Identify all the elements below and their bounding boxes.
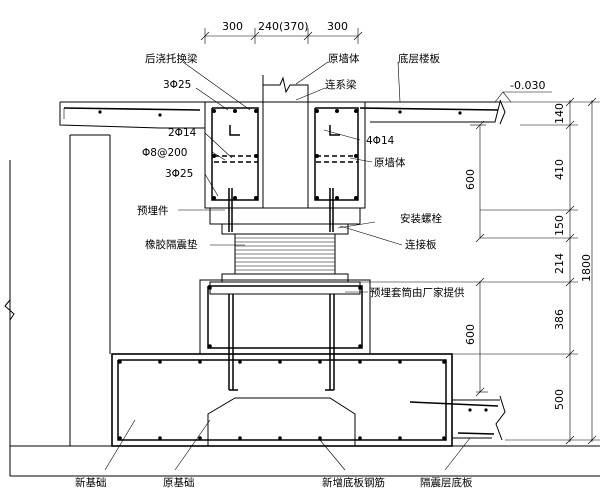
label-sleeve-note: 预埋套筒由厂家提供 bbox=[370, 286, 465, 299]
elevation-marker bbox=[494, 91, 552, 103]
elevation-text: -0.030 bbox=[510, 79, 545, 92]
label-3phi25-top: 3Φ25 bbox=[163, 79, 191, 91]
label-embedded-part: 预埋件 bbox=[137, 205, 169, 217]
inner-dim-upper: 600 bbox=[464, 169, 477, 190]
label-original-wall-mid: 原墙体 bbox=[374, 156, 406, 169]
beam-rebar-dots bbox=[98, 109, 462, 200]
label-install-bolt: 安装螺栓 bbox=[400, 212, 442, 225]
right-dim-500: 500 bbox=[553, 389, 566, 410]
label-new-foundation: 新基础 bbox=[75, 476, 107, 489]
label-isolation-slab: 隔震层底板 bbox=[420, 476, 473, 489]
label-rubber-bearing: 橡胶隔震垫 bbox=[145, 238, 198, 251]
new-foundation bbox=[111, 353, 453, 447]
label-bottom-floor-slab: 底层楼板 bbox=[398, 52, 440, 65]
right-dim-150: 150 bbox=[553, 215, 566, 236]
label-new-bottom-rebar: 新增底板钢筋 bbox=[322, 476, 385, 489]
embedded-bars bbox=[228, 188, 334, 232]
label-stirrup: Φ8@200 bbox=[142, 147, 188, 159]
existing-left-wall bbox=[4, 134, 600, 477]
label-connect-plate: 连接板 bbox=[405, 238, 437, 251]
top-dim-middle: 240(370) bbox=[258, 20, 309, 33]
leader-lines bbox=[104, 61, 471, 471]
right-dimension-lines bbox=[360, 97, 600, 445]
inner-dim-lower: 600 bbox=[464, 324, 477, 345]
label-post-cast-beam: 后浇托换梁 bbox=[145, 52, 198, 65]
label-original-wall-top: 原墙体 bbox=[328, 52, 360, 65]
label-2phi14: 2Φ14 bbox=[168, 127, 197, 139]
top-dimension-line bbox=[200, 28, 363, 44]
right-dim-214: 214 bbox=[553, 253, 566, 274]
right-dim-total: 1800 bbox=[580, 254, 593, 282]
right-dim-410: 410 bbox=[553, 159, 566, 180]
pedestal bbox=[199, 279, 371, 391]
isolation-layer-slab bbox=[409, 395, 506, 441]
top-dim-right: 300 bbox=[327, 20, 348, 33]
right-dim-140: 140 bbox=[553, 103, 566, 124]
label-original-foundation: 原基础 bbox=[163, 476, 195, 489]
bottom-floor-slab bbox=[59, 99, 506, 129]
right-dim-386: 386 bbox=[553, 309, 566, 330]
label-3phi25-bottom: 3Φ25 bbox=[165, 168, 193, 180]
top-dim-left: 300 bbox=[222, 20, 243, 33]
original-wall-upper bbox=[262, 75, 309, 160]
label-4phi14: 4Φ14 bbox=[366, 135, 395, 147]
label-tie-beam: 连系梁 bbox=[325, 78, 357, 91]
foundation-rebar-dots bbox=[118, 360, 446, 440]
